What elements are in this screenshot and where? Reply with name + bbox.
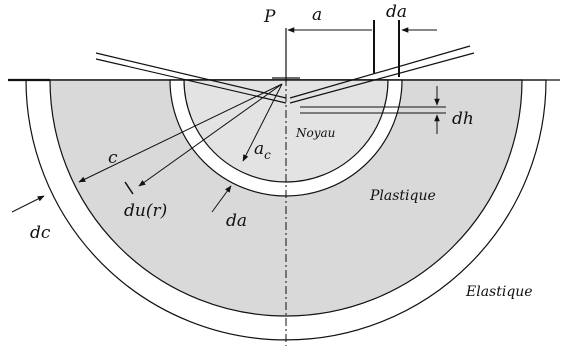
radius-c-line <box>78 83 283 183</box>
label-du-r: du(r) <box>124 201 167 221</box>
label-elastique: Elastique <box>465 284 533 300</box>
dc-arrow <box>11 195 45 213</box>
displacement-tick <box>124 181 134 195</box>
ring-da-arrow <box>211 185 232 213</box>
label-P: P <box>263 7 276 27</box>
label-da-ring: da <box>226 211 247 231</box>
label-a: a <box>312 5 322 25</box>
indenter-left-edge-outer <box>95 52 287 99</box>
displacement-line <box>138 83 283 187</box>
label-c: c <box>108 148 118 168</box>
label-plastique: Plastique <box>369 188 436 204</box>
indenter-left-edge-inner <box>95 58 287 104</box>
indenter-right-edge-inner <box>289 52 475 104</box>
label-da-top: da <box>386 2 407 22</box>
label-ac: ac <box>254 139 271 162</box>
label-dc: dc <box>30 223 51 243</box>
radius-ac-line <box>242 83 283 162</box>
label-dh: dh <box>452 109 474 129</box>
indenter-right-edge-outer <box>289 45 471 99</box>
label-noyau: Noyau <box>295 126 335 140</box>
